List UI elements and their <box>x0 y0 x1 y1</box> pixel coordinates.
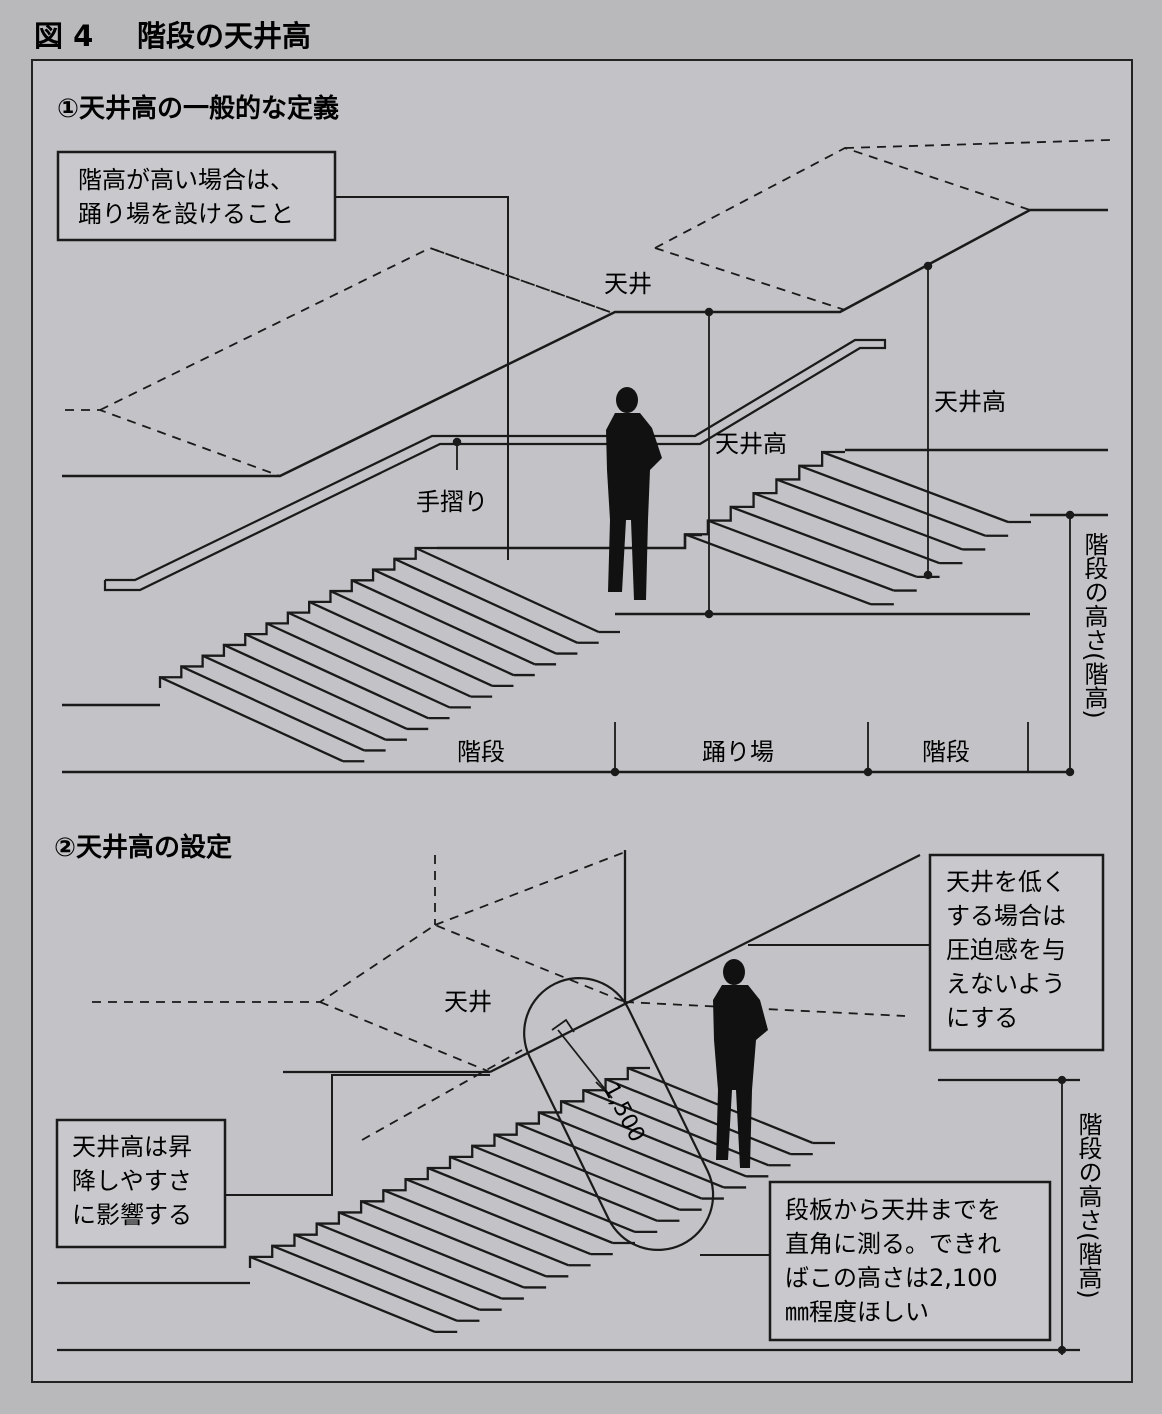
stair-tread <box>223 643 408 730</box>
stair-tread <box>449 1155 636 1233</box>
stair-tread <box>180 665 365 752</box>
stair-tread <box>382 1189 569 1267</box>
stair-tread <box>560 1100 747 1178</box>
stair-tread <box>372 568 557 655</box>
stair-tread <box>730 505 918 578</box>
stair-tread <box>308 600 493 687</box>
stair-tread <box>294 1233 480 1311</box>
storey-height-label-1: 階段の高さ(階高) <box>1080 532 1108 719</box>
note-measure-line-3: ばこの高さは2,100 <box>785 1264 998 1292</box>
handrail <box>103 338 887 592</box>
callout-line-1: 階高が高い場合は、 <box>78 166 294 194</box>
stair-flight-lower-2 <box>248 1066 835 1334</box>
stair-tread <box>821 450 1009 524</box>
stair-tread <box>707 519 895 592</box>
stair-tread <box>538 1111 725 1189</box>
storey-height-label-2: 階段の高さ(階高) <box>1074 1112 1102 1299</box>
note-measure-line-1: 段板から天井までを <box>785 1196 1001 1224</box>
stair-tread <box>360 1200 547 1278</box>
person-silhouette-1 <box>606 387 662 600</box>
stair-tread <box>271 1244 458 1322</box>
stair-tread <box>405 1178 591 1256</box>
note-ease-line-3: に影響する <box>72 1201 192 1229</box>
stair-profile <box>158 546 437 688</box>
ceiling-label-1: 天井 <box>604 270 652 298</box>
stair-tread <box>244 633 429 720</box>
stair-tread <box>266 622 451 709</box>
stair-tread <box>798 464 986 537</box>
stair-tread <box>582 1089 769 1167</box>
callout-line-2: 踊り場を設けること <box>78 200 294 228</box>
note-measure-line-4: ㎜程度ほしい <box>785 1298 929 1326</box>
stair-profile <box>683 450 845 548</box>
stair-tread <box>393 557 578 644</box>
note-box-ease <box>55 1118 227 1249</box>
note-low-ceiling-line-5: にする <box>946 1004 1018 1032</box>
bottom-label-stairs-2: 階段 <box>922 738 970 766</box>
stair-tread <box>516 1122 703 1200</box>
stair-flight-upper <box>683 450 1031 606</box>
stair-tread <box>202 654 387 741</box>
handrail-label: 手摺り <box>416 488 488 516</box>
bottom-label-stairs-1: 階段 <box>457 738 505 766</box>
section2-drawing <box>57 850 1080 1355</box>
stair-tread <box>159 676 344 763</box>
stair-tread <box>605 1078 791 1156</box>
stair-tread <box>415 546 600 634</box>
stair-tread <box>471 1144 658 1222</box>
stair-profile <box>248 1066 650 1268</box>
stair-tread <box>427 1166 614 1245</box>
ceiling-line-1 <box>62 208 1108 478</box>
callout-box-landing <box>56 150 337 242</box>
figure-title: 階段の天井高 <box>137 19 311 53</box>
ceiling-height-label-2: 天井高 <box>934 388 1006 416</box>
stair-tread <box>494 1133 680 1211</box>
stair-tread <box>287 611 472 698</box>
note-box-low-ceiling <box>928 853 1105 1052</box>
ceiling-height-label-1: 天井高 <box>715 430 787 458</box>
note-low-ceiling-line-3: 圧迫感を与 <box>946 936 1066 964</box>
stair-tread <box>249 1255 436 1333</box>
bottom-label-landing: 踊り場 <box>702 738 774 766</box>
note-ease-line-1: 天井高は昇 <box>72 1133 192 1161</box>
note-ease-line-2: 降しやすさ <box>72 1167 192 1195</box>
note-low-ceiling-line-4: えないよう <box>946 970 1066 998</box>
note-low-ceiling-line-2: する場合は <box>946 902 1066 930</box>
stair-tread <box>776 478 963 551</box>
note-measure-line-2: 直角に測る。できれ <box>785 1230 1001 1258</box>
section1-title: ①天井高の一般的な定義 <box>57 93 339 124</box>
section2-title: ②天井高の設定 <box>54 832 232 863</box>
stair-flight-lower <box>158 546 620 763</box>
stair-tread <box>338 1211 525 1289</box>
note-box-measure <box>768 1180 1052 1342</box>
stair-tread <box>753 492 940 565</box>
measurement-capsule <box>523 977 715 1252</box>
note-low-ceiling-line-1: 天井を低く <box>946 868 1066 896</box>
person-silhouette-2 <box>713 959 768 1168</box>
stair-tread <box>351 579 536 666</box>
stair-tread <box>329 590 514 677</box>
stair-tread <box>684 533 872 606</box>
stair-tread <box>316 1222 503 1300</box>
ceiling-label-2: 天井 <box>444 988 492 1016</box>
figure-number: 図 4 <box>34 19 93 53</box>
